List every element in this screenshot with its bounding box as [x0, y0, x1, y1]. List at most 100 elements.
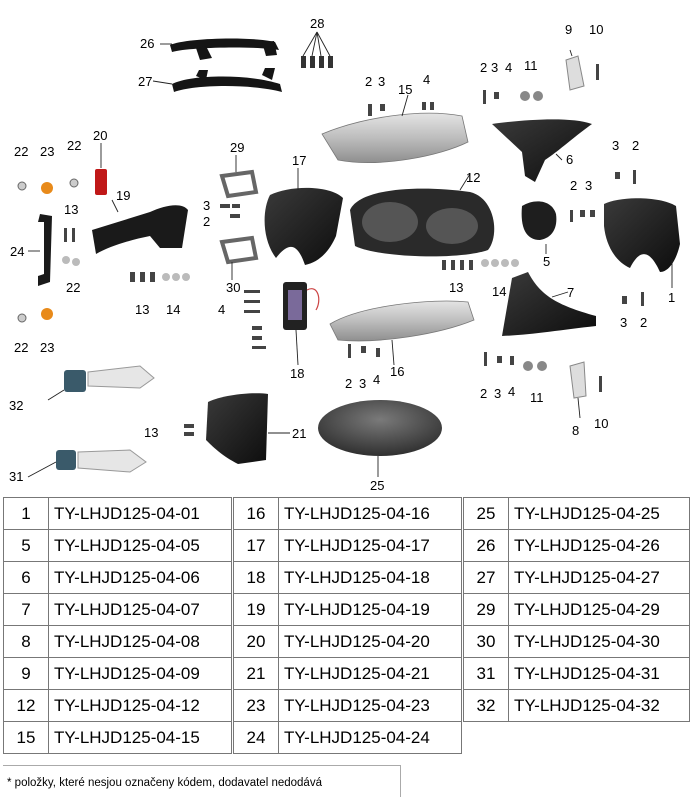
part-number: 5 [3, 529, 49, 562]
part-code: TY-LHJD125-04-31 [508, 657, 690, 690]
part-code: TY-LHJD125-04-05 [48, 529, 232, 562]
callout-4: 4 [218, 302, 225, 317]
part-22-washer [17, 313, 27, 323]
part-code: TY-LHJD125-04-24 [278, 721, 462, 754]
callout-13: 13 [449, 280, 463, 295]
callout-25: 25 [370, 478, 384, 493]
part-17-inner-cover [264, 187, 343, 265]
callout-2: 2 [480, 60, 487, 75]
callout-14: 14 [166, 302, 180, 317]
part-29-bracket [219, 169, 259, 199]
callout-9: 9 [565, 22, 572, 37]
part-8-footrest [569, 361, 587, 399]
part-code: TY-LHJD125-04-18 [278, 561, 462, 594]
part-21-rear-inner-cover [206, 393, 268, 464]
part-31-turn-signal [56, 449, 147, 473]
part-code: TY-LHJD125-04-06 [48, 561, 232, 594]
part-30-bracket [219, 235, 259, 265]
part-number: 6 [3, 561, 49, 594]
part-number: 8 [3, 625, 49, 658]
part-number: 29 [463, 593, 509, 626]
callout-3: 3 [378, 74, 385, 89]
callout-28: 28 [310, 16, 324, 31]
callout-26: 26 [140, 36, 154, 51]
callout-3: 3 [491, 60, 498, 75]
part-25-seat [318, 400, 442, 456]
part-28-bolts [301, 56, 333, 68]
part-code: TY-LHJD125-04-01 [48, 497, 232, 530]
callout-4: 4 [508, 384, 515, 399]
callout-32: 32 [9, 398, 23, 413]
part-number: 20 [233, 625, 279, 658]
callout-22: 22 [66, 280, 80, 295]
part-code: TY-LHJD125-04-15 [48, 721, 232, 754]
part-number: 16 [233, 497, 279, 530]
part-19-rear-fender [92, 205, 188, 254]
part-23-amber-reflector [41, 182, 53, 194]
callout-3: 3 [203, 198, 210, 213]
part-12-storage-compartment [350, 188, 495, 257]
callout-31: 31 [9, 469, 23, 484]
part-number: 23 [233, 689, 279, 722]
part-number: 15 [3, 721, 49, 754]
callout-12: 12 [466, 170, 480, 185]
part-20-red-reflector [95, 169, 107, 195]
callout-4: 4 [423, 72, 430, 87]
callout-10: 10 [589, 22, 603, 37]
part-code: TY-LHJD125-04-16 [278, 497, 462, 530]
callout-30: 30 [226, 280, 240, 295]
callout-15: 15 [398, 82, 412, 97]
callout-22: 22 [14, 144, 28, 159]
callout-5: 5 [543, 254, 550, 269]
part-code: TY-LHJD125-04-20 [278, 625, 462, 658]
part-number: 1 [3, 497, 49, 530]
callout-17: 17 [292, 153, 306, 168]
part-number: 27 [463, 561, 509, 594]
part-27-rear-grab-rail [172, 68, 282, 92]
callout-2: 2 [640, 315, 647, 330]
part-code: TY-LHJD125-04-30 [508, 625, 690, 658]
part-code: TY-LHJD125-04-23 [278, 689, 462, 722]
part-9-footrest [565, 55, 585, 91]
callout-18: 18 [290, 366, 304, 381]
part-6-front-side-cover [492, 119, 592, 182]
part-26-rear-grab-rail [170, 38, 279, 60]
callout-2: 2 [570, 178, 577, 193]
part-number: 19 [233, 593, 279, 626]
part-22-washer [69, 178, 79, 188]
callout-6: 6 [566, 152, 573, 167]
callout-23: 23 [40, 340, 54, 355]
fastener-group [62, 64, 644, 436]
part-code: TY-LHJD125-04-09 [48, 657, 232, 690]
callout-29: 29 [230, 140, 244, 155]
callout-13: 13 [64, 202, 78, 217]
callout-19: 19 [116, 188, 130, 203]
callout-2: 2 [632, 138, 639, 153]
callout-3: 3 [620, 315, 627, 330]
callout-labels: 26 27 28 2 3 4 15 2 3 4 11 9 10 6 3 2 12… [9, 16, 675, 493]
part-number: 26 [463, 529, 509, 562]
callout-16: 16 [390, 364, 404, 379]
part-code: TY-LHJD125-04-08 [48, 625, 232, 658]
part-number: 31 [463, 657, 509, 690]
callout-22: 22 [14, 340, 28, 355]
part-code: TY-LHJD125-04-26 [508, 529, 690, 562]
part-number: 24 [233, 721, 279, 754]
callout-4: 4 [505, 60, 512, 75]
callout-2: 2 [345, 376, 352, 391]
part-code: TY-LHJD125-04-32 [508, 689, 690, 722]
